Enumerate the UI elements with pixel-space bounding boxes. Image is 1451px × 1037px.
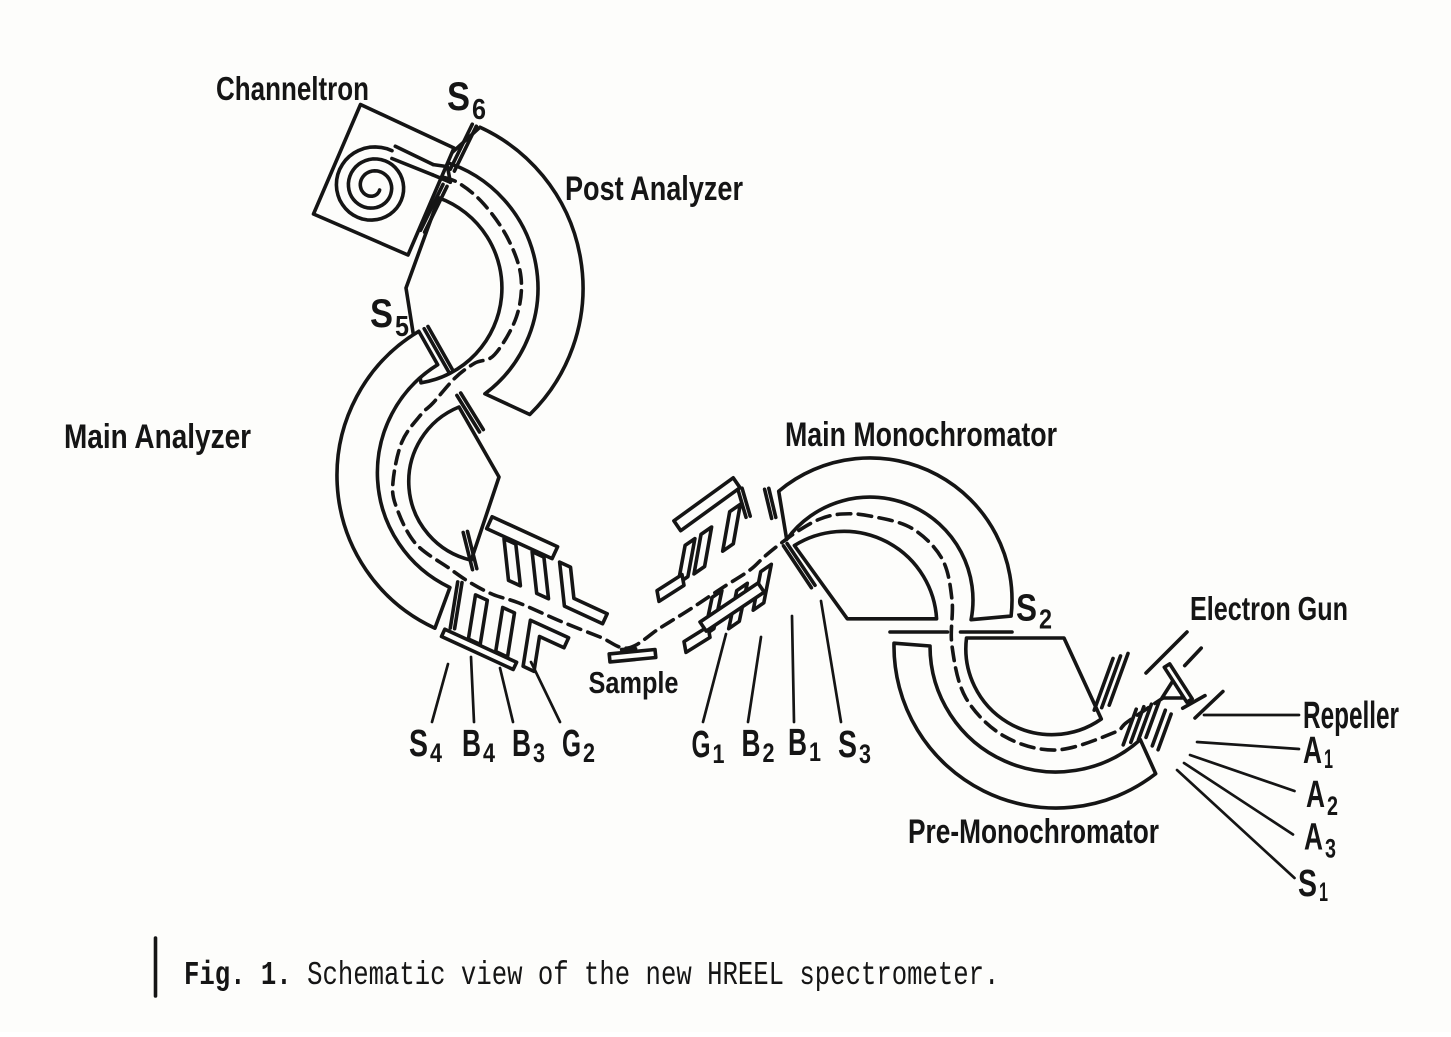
svg-text:2: 2 xyxy=(763,738,775,768)
svg-text:3: 3 xyxy=(1325,834,1336,864)
svg-text:Pre-Monochromator: Pre-Monochromator xyxy=(908,813,1159,851)
svg-text:B: B xyxy=(462,723,481,765)
svg-text:5: 5 xyxy=(395,311,409,343)
svg-text:G: G xyxy=(562,723,581,765)
svg-text:Sample: Sample xyxy=(589,665,679,700)
svg-text:Repeller: Repeller xyxy=(1303,695,1399,737)
svg-text:S: S xyxy=(1016,588,1037,630)
svg-text:S: S xyxy=(370,292,393,336)
svg-text:1: 1 xyxy=(1324,744,1333,774)
svg-text:Fig. 1. Schematic view of the: Fig. 1. Schematic view of the new HREEL … xyxy=(184,956,999,994)
svg-text:4: 4 xyxy=(430,738,442,768)
svg-text:Post Analyzer: Post Analyzer xyxy=(565,170,743,208)
svg-text:S: S xyxy=(838,724,857,766)
svg-text:Main Monochromator: Main Monochromator xyxy=(785,416,1057,454)
svg-text:1: 1 xyxy=(1319,877,1328,907)
svg-text:G: G xyxy=(692,724,711,766)
svg-text:A: A xyxy=(1303,730,1322,772)
svg-text:Electron Gun: Electron Gun xyxy=(1190,590,1348,627)
svg-text:B: B xyxy=(512,723,531,765)
svg-text:3: 3 xyxy=(859,739,871,769)
svg-text:2: 2 xyxy=(583,738,595,768)
svg-text:6: 6 xyxy=(472,94,486,126)
svg-text:A: A xyxy=(1304,817,1323,859)
svg-text:S: S xyxy=(409,723,428,765)
svg-text:B: B xyxy=(788,722,807,764)
svg-text:3: 3 xyxy=(533,738,545,768)
svg-text:A: A xyxy=(1306,774,1325,816)
svg-text:S: S xyxy=(447,75,470,119)
svg-text:1: 1 xyxy=(713,739,725,769)
svg-text:S: S xyxy=(1298,863,1317,905)
svg-text:Main Analyzer: Main Analyzer xyxy=(64,418,251,456)
svg-text:4: 4 xyxy=(483,738,495,768)
svg-text:Channeltron: Channeltron xyxy=(216,70,369,107)
svg-text:B: B xyxy=(742,723,761,765)
svg-text:2: 2 xyxy=(1327,791,1338,821)
svg-text:1: 1 xyxy=(809,737,821,767)
svg-text:2: 2 xyxy=(1039,604,1052,635)
